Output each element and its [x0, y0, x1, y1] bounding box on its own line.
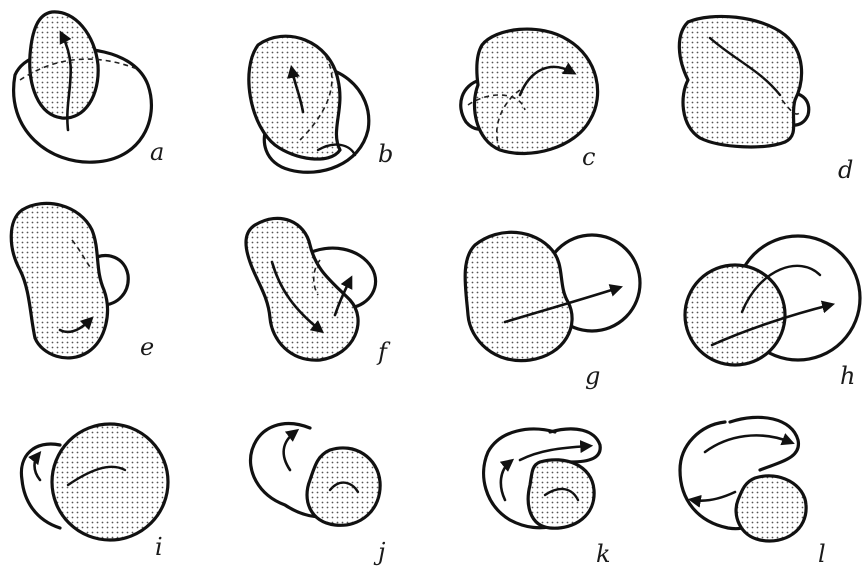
panel-f: f — [246, 218, 391, 366]
panel-label-d: d — [838, 156, 853, 184]
panel-label-f: f — [376, 338, 391, 366]
panel-j: j — [250, 424, 386, 566]
panel-label-a: a — [150, 138, 164, 166]
panel-d: d — [679, 16, 853, 184]
panel-label-b: b — [378, 140, 393, 168]
panel-h: h — [685, 236, 860, 390]
panel-c: c — [461, 29, 598, 171]
panel-label-g: g — [585, 362, 600, 390]
panel-label-i: i — [155, 533, 163, 561]
panel-l: l — [680, 417, 826, 568]
panel-label-l: l — [818, 540, 826, 568]
panel-label-h: h — [840, 362, 855, 390]
panel-label-c: c — [582, 143, 595, 171]
panel-g: g — [465, 232, 640, 390]
panel-b: b — [249, 36, 394, 172]
panel-e: e — [11, 203, 154, 361]
panel-k: k — [484, 429, 611, 568]
panel-label-k: k — [596, 540, 611, 568]
panel-i: i — [21, 424, 168, 561]
panel-label-e: e — [140, 333, 154, 361]
panel-label-j: j — [373, 538, 386, 566]
panel-a: a — [14, 12, 165, 166]
